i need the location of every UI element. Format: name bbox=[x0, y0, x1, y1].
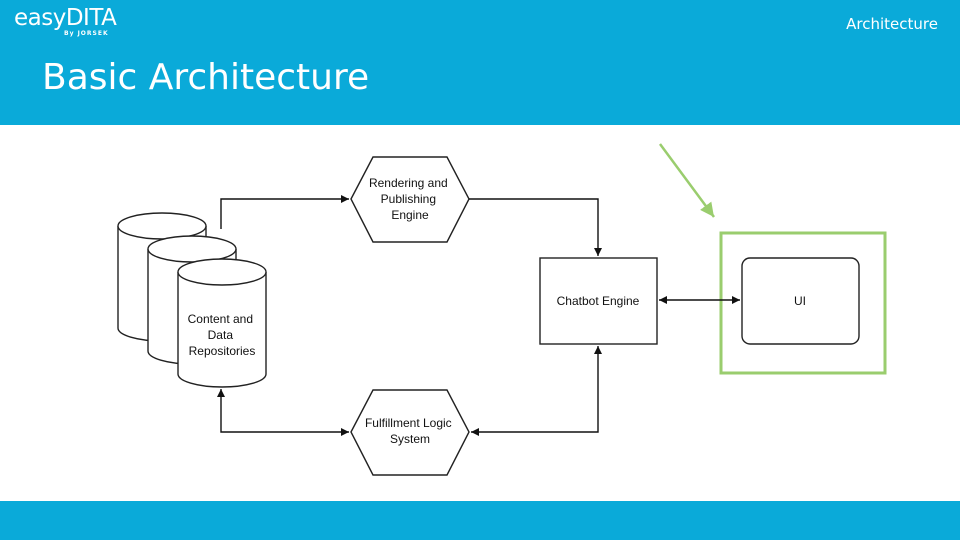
ui-label: UI bbox=[794, 294, 806, 308]
highlight-pointer-arrow bbox=[658, 143, 716, 218]
rendering-label-line: Publishing bbox=[381, 192, 436, 206]
ui-node bbox=[741, 257, 860, 345]
easydita-logo[interactable]: easyDITA By JORSEK bbox=[14, 4, 117, 37]
fulfillment-system-node bbox=[350, 389, 470, 476]
logo-byline: By JORSEK bbox=[64, 30, 109, 37]
repositories-label: Content and Data Repositories bbox=[188, 312, 257, 358]
fulfillment-repositories-bidirectional-arrow bbox=[217, 389, 349, 436]
rendering-label-line: Engine bbox=[391, 208, 429, 222]
ui-label-line: UI bbox=[794, 294, 806, 308]
rendering-to-chatbot-arrow bbox=[469, 198, 602, 256]
chatbot-label-line: Chatbot Engine bbox=[557, 294, 640, 308]
content-repositories-node bbox=[117, 212, 267, 388]
fulfillment-system-label: Fulfillment Logic System bbox=[365, 416, 455, 446]
fulfillment-label-line: Fulfillment Logic bbox=[365, 416, 452, 430]
repositories-to-rendering-arrow bbox=[220, 195, 349, 229]
footer-bar bbox=[0, 501, 960, 540]
logo-wordmark: easyDITA bbox=[14, 5, 117, 31]
section-label: Architecture bbox=[846, 15, 938, 33]
rendering-engine-label: Rendering and Publishing Engine bbox=[369, 176, 451, 222]
chatbot-engine-label: Chatbot Engine bbox=[557, 294, 640, 308]
fulfillment-chatbot-bidirectional-arrow bbox=[471, 346, 602, 436]
repositories-label-line: Content and bbox=[188, 312, 253, 326]
rendering-label-line: Rendering and bbox=[369, 176, 448, 190]
database-icon bbox=[177, 258, 267, 388]
fulfillment-label-line: System bbox=[390, 432, 430, 446]
slide-title: Basic Architecture bbox=[42, 57, 370, 98]
repositories-label-line: Data bbox=[208, 328, 234, 342]
chatbot-engine-node bbox=[539, 257, 658, 345]
header-bar: easyDITA By JORSEK Architecture Basic Ar… bbox=[0, 0, 960, 125]
repositories-label-line: Repositories bbox=[189, 344, 256, 358]
